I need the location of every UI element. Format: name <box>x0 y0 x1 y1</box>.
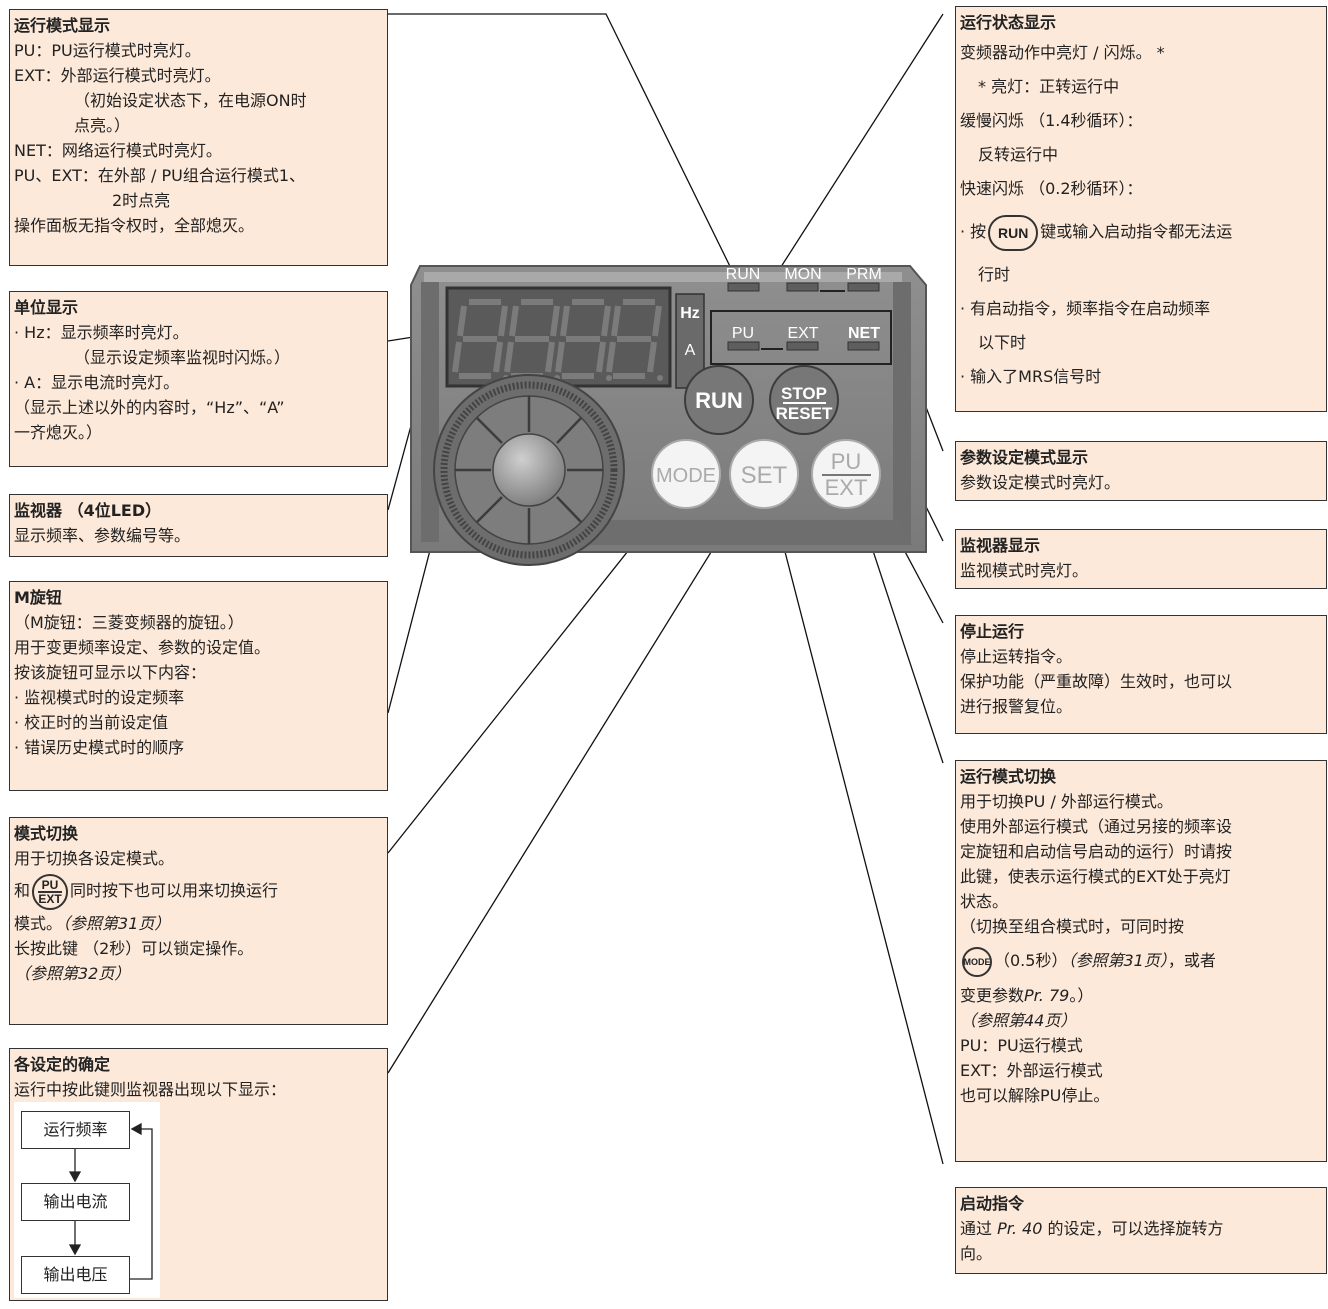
flow-box-output-voltage: 输出电压 <box>21 1256 130 1294</box>
led-label-run: RUN <box>726 266 761 283</box>
unit-a-label: A <box>685 342 696 359</box>
reset-label: RESET <box>776 404 833 423</box>
run-key-icon: RUN <box>988 214 1039 251</box>
pu-label: PU <box>831 449 862 474</box>
set-button <box>729 439 799 509</box>
callout-stop: 停止运行 停止运转指令。 保护功能（严重故障）生效时，也可以 进行报警复位。 <box>955 615 1327 734</box>
mode-button-label: MODE <box>656 465 716 487</box>
callout-m-knob: M旋钮 （M旋钮：三菱变频器的旋钮。） 用于变更频率设定、参数的设定值。 按该旋… <box>9 581 388 791</box>
callout-monitor: 监视器 （4位LED） 显示频率、参数编号等。 <box>9 494 388 557</box>
mode-button <box>651 439 721 509</box>
leader-confirm <box>387 477 758 1074</box>
flow-box-output-current: 输出电流 <box>21 1183 130 1221</box>
run-button-label: RUN <box>695 388 743 413</box>
m-knob[interactable] <box>433 374 625 566</box>
callout-run-status-display: 运行状态显示 变频器动作中亮灯 / 闪烁。 * * 亮灯：正转运行中 缓慢闪烁 … <box>955 6 1327 412</box>
stop-reset-button <box>769 365 839 435</box>
callout-param-mode-display: 参数设定模式显示 参数设定模式时亮灯。 <box>955 441 1327 501</box>
unit-hz-label: Hz <box>680 305 700 322</box>
led-label-ext: EXT <box>787 325 818 342</box>
callout-mode-change: 运行模式切换 用于切换PU / 外部运行模式。 使用外部运行模式（通过另接的频率… <box>955 760 1327 1162</box>
mode-key-icon: MODE <box>962 946 992 977</box>
flow-box-run-freq: 运行频率 <box>21 1111 130 1149</box>
callout-title: 运行模式显示 <box>14 16 111 35</box>
set-button-label: SET <box>741 462 788 489</box>
callout-monitor-indicator: 监视器显示 监视模式时亮灯。 <box>955 529 1327 589</box>
flow-arrows <box>68 1122 153 1280</box>
callout-operation-mode-display: 运行模式显示 PU：PU运行模式时亮灯。 EXT：外部运行模式时亮灯。 （初始设… <box>9 9 388 266</box>
led-label-pu: PU <box>732 325 754 342</box>
led-label-prm: PRM <box>846 266 882 283</box>
led-label-net: NET <box>848 325 880 342</box>
led-label-mon: MON <box>784 266 821 283</box>
callout-start-command: 启动指令 通过 Pr. 40 的设定，可以选择旋转方 向。 <box>955 1187 1327 1274</box>
ext-label: EXT <box>825 475 868 500</box>
leader-op-mode <box>388 13 749 304</box>
seven-seg-digits <box>452 299 662 379</box>
led-bars <box>727 282 880 351</box>
callout-unit-display: 单位显示 · Hz：显示频率时亮灯。 （显示设定频率监视时闪烁。） · A：显示… <box>9 291 388 467</box>
stop-label: STOP <box>781 384 827 403</box>
run-button <box>684 365 754 435</box>
